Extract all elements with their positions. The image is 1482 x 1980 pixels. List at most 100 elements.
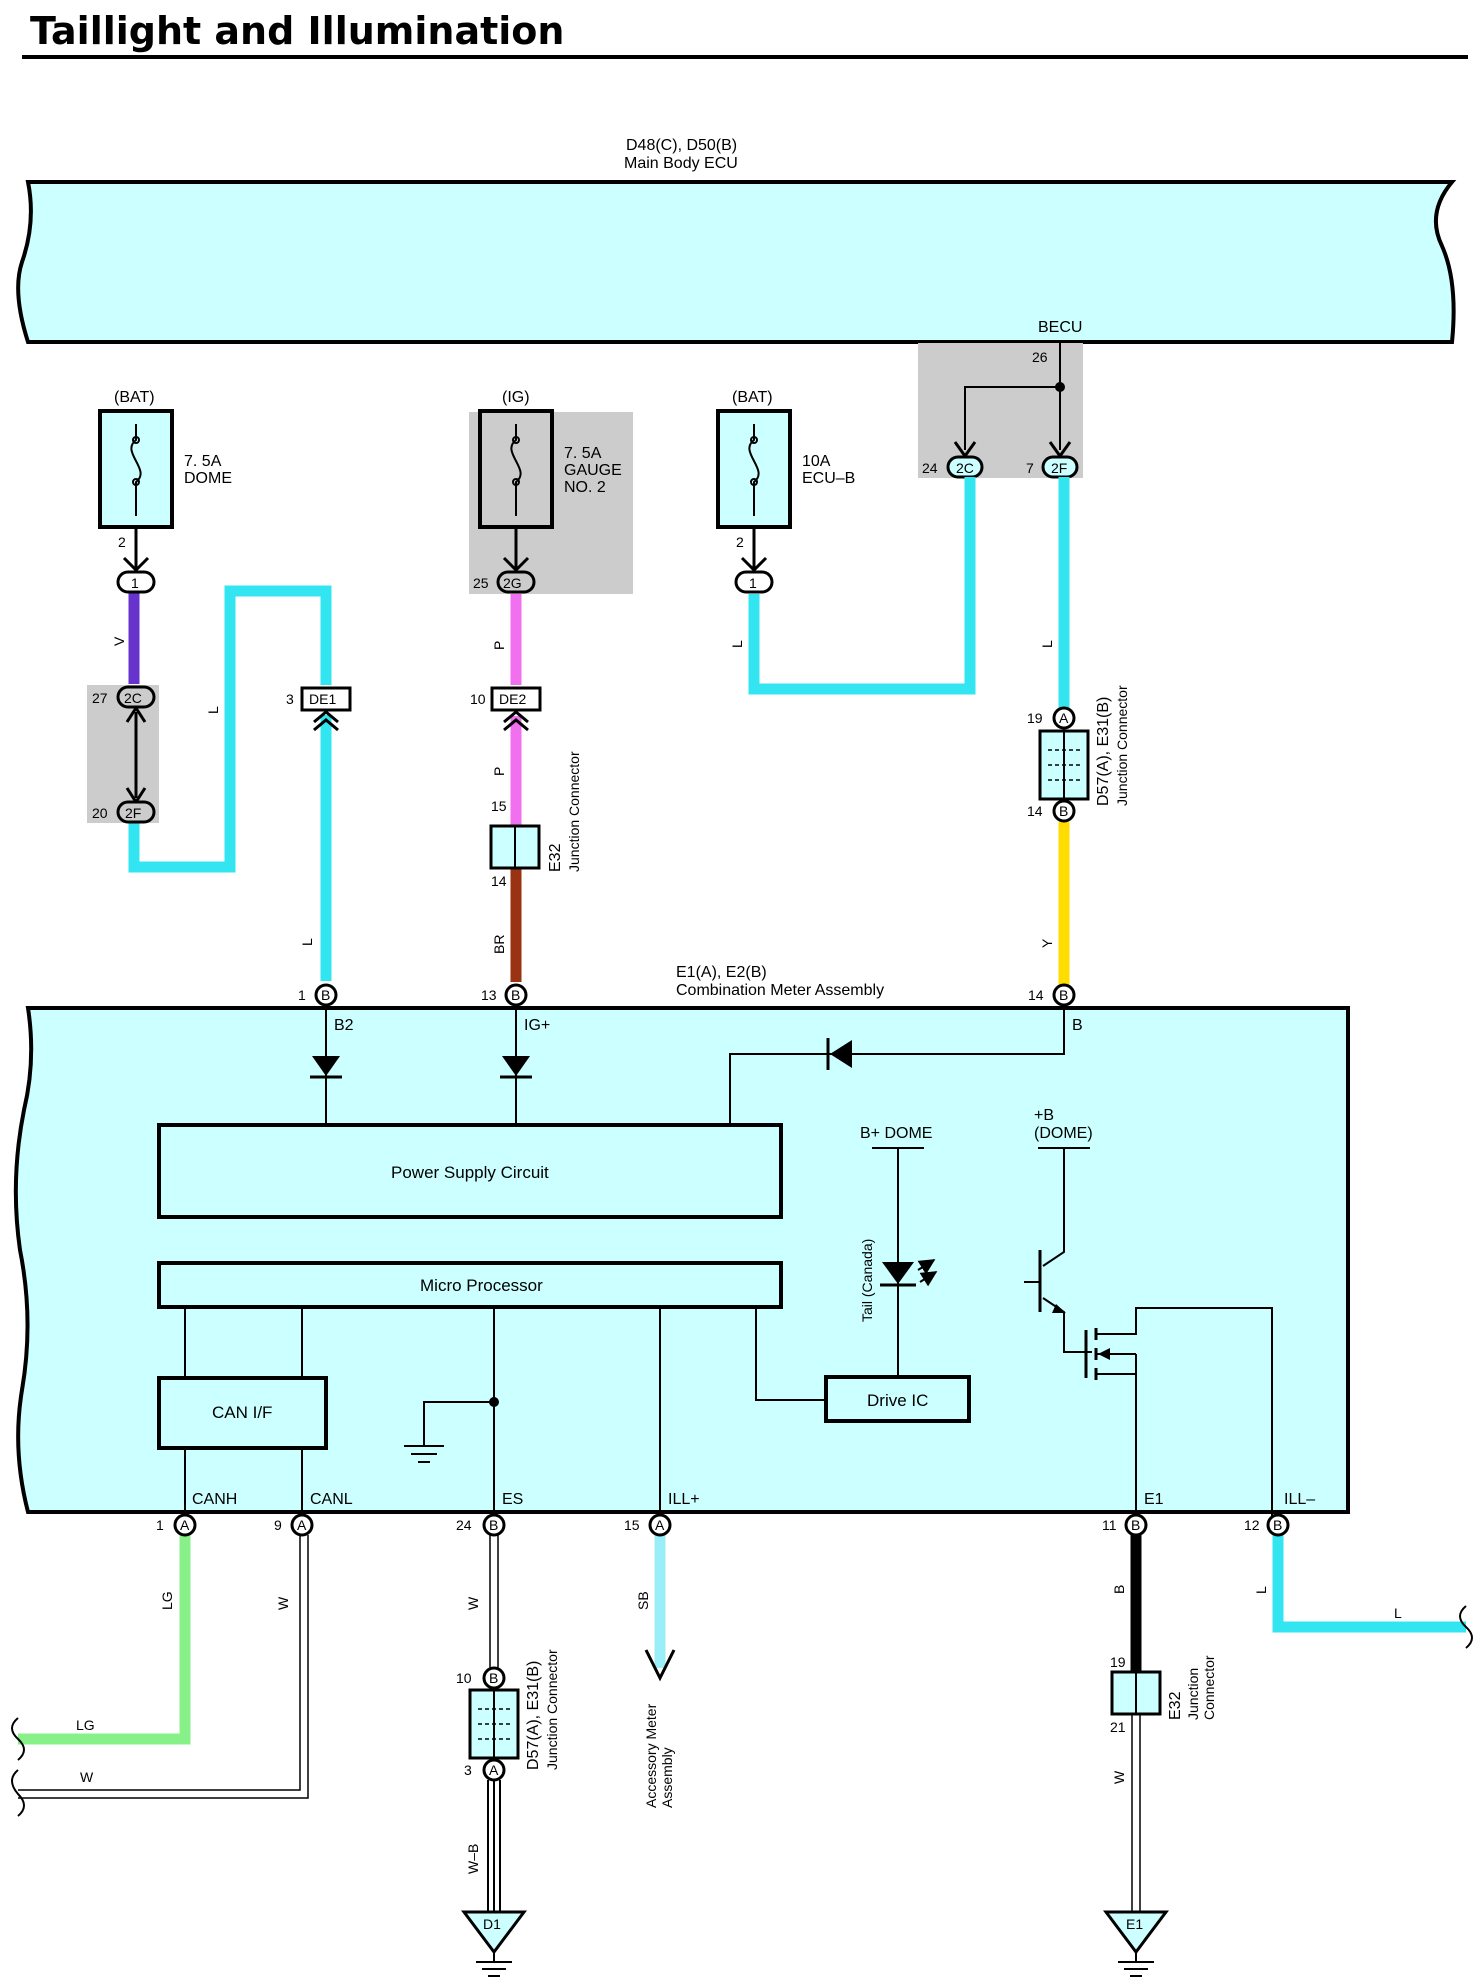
de1-pin: 3 bbox=[286, 691, 294, 707]
e32-upper-name: Junction Connector bbox=[566, 751, 582, 872]
fuse-ecub-source: (BAT) bbox=[732, 389, 773, 406]
svg-text:13: 13 bbox=[481, 987, 497, 1003]
terminal-e1: E1 bbox=[1144, 1491, 1164, 1508]
power-supply-circuit bbox=[157, 1123, 783, 1219]
wire-l-label-6: L bbox=[1394, 1605, 1402, 1621]
wire-y-label: Y bbox=[1039, 938, 1055, 948]
wire-lg bbox=[18, 1535, 191, 1745]
fuse-ecub-element bbox=[748, 424, 760, 516]
wire-w-label-4: W bbox=[1111, 1770, 1127, 1784]
becu-pin: 26 bbox=[1032, 349, 1048, 365]
svg-text:2G: 2G bbox=[503, 575, 522, 591]
diode-b2 bbox=[312, 1056, 340, 1076]
accessory-arrow-icon bbox=[644, 1649, 676, 1682]
wire-break-w bbox=[11, 1769, 25, 1817]
conn-dome-1 bbox=[116, 570, 156, 594]
wire-l-label-2: L bbox=[299, 938, 315, 946]
svg-text:12: 12 bbox=[1244, 1517, 1260, 1533]
meter-bottom-pin-24 bbox=[482, 1513, 506, 1537]
terminal-canl: CANL bbox=[310, 1491, 353, 1508]
wire-w-label-3: W bbox=[465, 1596, 481, 1610]
d57-lower-code: D57(A), E31(B) bbox=[525, 1661, 542, 1770]
accessory-label-2: Assembly bbox=[659, 1747, 675, 1808]
ground-d1-icon bbox=[461, 1910, 527, 1955]
wire-l-label-3: L bbox=[729, 640, 745, 648]
d57-lower-pin-out: 3 bbox=[464, 1762, 472, 1778]
dome-pin-27: 27 bbox=[92, 690, 108, 706]
svg-text:A: A bbox=[655, 1517, 665, 1533]
svg-text:24: 24 bbox=[456, 1517, 472, 1533]
svg-text:B: B bbox=[1131, 1517, 1140, 1533]
wire-l-illminus bbox=[1272, 1535, 1466, 1633]
conn-ecub-1 bbox=[734, 570, 774, 594]
wire-break-l bbox=[1459, 1605, 1473, 1649]
wire-l-label-5: L bbox=[1253, 1586, 1269, 1594]
micro-processor-label: Micro Processor bbox=[420, 1276, 543, 1295]
wire-l-dome-loop bbox=[128, 585, 332, 873]
meter-bottom-pin-9 bbox=[290, 1513, 314, 1537]
main-ecu-connectors: D48(C), D50(B) bbox=[626, 137, 737, 154]
wire-sb-label: SB bbox=[635, 1591, 651, 1610]
conn-2g bbox=[496, 570, 536, 594]
d57-lower-pin-in: 10 bbox=[456, 1670, 472, 1686]
meter-bottom-pin-15 bbox=[648, 1513, 672, 1537]
d57-upper-pin-in: 19 bbox=[1027, 710, 1043, 726]
fuse-gauge-rating: 7. 5A bbox=[564, 445, 602, 462]
becu-terminal: BECU bbox=[1038, 319, 1082, 336]
tail-led-icon bbox=[882, 1262, 914, 1284]
ground-e1-icon bbox=[1103, 1910, 1169, 1955]
terminal-illminus: ILL– bbox=[1284, 1491, 1315, 1508]
conn-2c-becu-label: 2C bbox=[956, 460, 974, 476]
svg-text:1: 1 bbox=[156, 1517, 164, 1533]
svg-text:DE1: DE1 bbox=[309, 691, 336, 707]
wire-l-label-4: L bbox=[1039, 640, 1055, 648]
terminal-igplus: IG+ bbox=[524, 1017, 550, 1034]
conn-de1 bbox=[300, 686, 352, 712]
terminal-b: B bbox=[1072, 1017, 1083, 1034]
svg-text:B: B bbox=[1059, 803, 1068, 819]
svg-text:1: 1 bbox=[298, 987, 306, 1003]
can-if-label: CAN I/F bbox=[212, 1403, 272, 1422]
svg-text:B: B bbox=[511, 987, 520, 1003]
accessory-label-1: Accessory Meter bbox=[643, 1703, 659, 1808]
d57-lower-name: Junction Connector bbox=[544, 1649, 560, 1770]
wire-break-lg bbox=[11, 1717, 25, 1761]
fuse-dome-name: DOME bbox=[184, 470, 232, 487]
terminal-b2: B2 bbox=[334, 1017, 354, 1034]
wire-br-label: BR bbox=[491, 935, 507, 954]
svg-text:A: A bbox=[1059, 710, 1069, 726]
d57-upper-pin-out: 14 bbox=[1027, 803, 1043, 819]
tail-canada-label: Tail (Canada) bbox=[859, 1239, 875, 1322]
svg-text:D1: D1 bbox=[483, 1916, 501, 1932]
e32-lower-code: E32 bbox=[1167, 1691, 1184, 1720]
meter-bottom-pin-12 bbox=[1266, 1513, 1290, 1537]
dome-pin-20: 20 bbox=[92, 805, 108, 821]
svg-text:B: B bbox=[489, 1670, 498, 1686]
wire-p-label-2: P bbox=[491, 767, 507, 776]
conn-dome-2f bbox=[116, 800, 156, 824]
wire-b-label: B bbox=[1111, 1585, 1127, 1594]
e32-lower-pin-in: 19 bbox=[1110, 1654, 1126, 1670]
terminal-es: ES bbox=[502, 1491, 523, 1508]
wire-p-label-1: P bbox=[491, 641, 507, 650]
micro-processor bbox=[157, 1261, 783, 1309]
svg-text:14: 14 bbox=[1028, 987, 1044, 1003]
drive-ic-label: Drive IC bbox=[867, 1391, 928, 1410]
e32-lower-pin-out: 21 bbox=[1110, 1719, 1126, 1735]
e32-upper-code: E32 bbox=[547, 843, 564, 872]
pin-24-label: 24 bbox=[922, 460, 938, 476]
bdome-label: B+ DOME bbox=[860, 1125, 932, 1142]
can-if bbox=[157, 1376, 328, 1450]
fuse-dome-pin: 2 bbox=[118, 534, 126, 550]
diode-b bbox=[830, 1040, 852, 1068]
fuse-dome-rating: 7. 5A bbox=[184, 453, 222, 470]
main-ecu-name: Main Body ECU bbox=[624, 155, 738, 172]
fuse-gauge-name2: NO. 2 bbox=[564, 479, 606, 496]
svg-text:DE2: DE2 bbox=[499, 691, 526, 707]
fuse-ecub-name: ECU–B bbox=[802, 470, 855, 487]
conn-de2 bbox=[490, 686, 542, 712]
meter-bottom-pin-11 bbox=[1124, 1513, 1148, 1537]
fuse-ecub-pin: 2 bbox=[736, 534, 744, 550]
wire-lg-label: LG bbox=[159, 1591, 175, 1610]
